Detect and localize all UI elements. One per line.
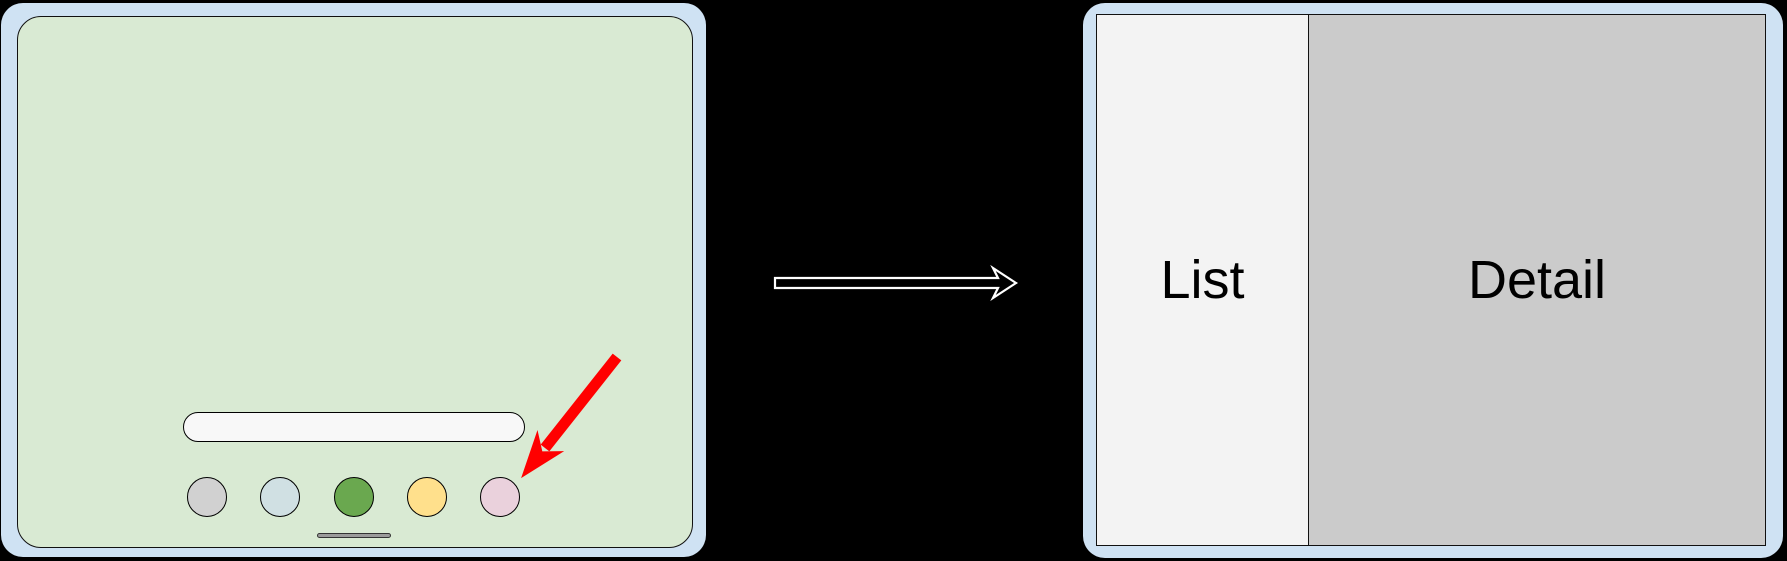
split-view-window: List Detail <box>1096 14 1766 546</box>
transition-arrow-icon <box>773 264 1019 302</box>
dock-search-pill[interactable] <box>183 412 525 442</box>
list-pane-label: List <box>1160 250 1245 310</box>
detail-pane: Detail <box>1309 15 1765 545</box>
list-pane: List <box>1097 15 1309 545</box>
app-icon-green[interactable] <box>334 477 374 517</box>
device-home-screen <box>17 16 693 548</box>
tap-pointer-arrow-shaft <box>540 353 622 452</box>
home-indicator-bar[interactable] <box>317 533 391 538</box>
app-icon-pink[interactable] <box>480 477 520 517</box>
app-icon-yellow[interactable] <box>407 477 447 517</box>
tap-pointer-arrow-icon <box>521 353 622 479</box>
device-frame <box>1 3 706 557</box>
detail-pane-label: Detail <box>1467 250 1607 310</box>
app-icon-blue[interactable] <box>260 477 300 517</box>
app-icon-gray[interactable] <box>187 477 227 517</box>
transition-arrow-shape <box>773 264 1019 302</box>
tap-pointer-arrow-head <box>521 429 565 479</box>
